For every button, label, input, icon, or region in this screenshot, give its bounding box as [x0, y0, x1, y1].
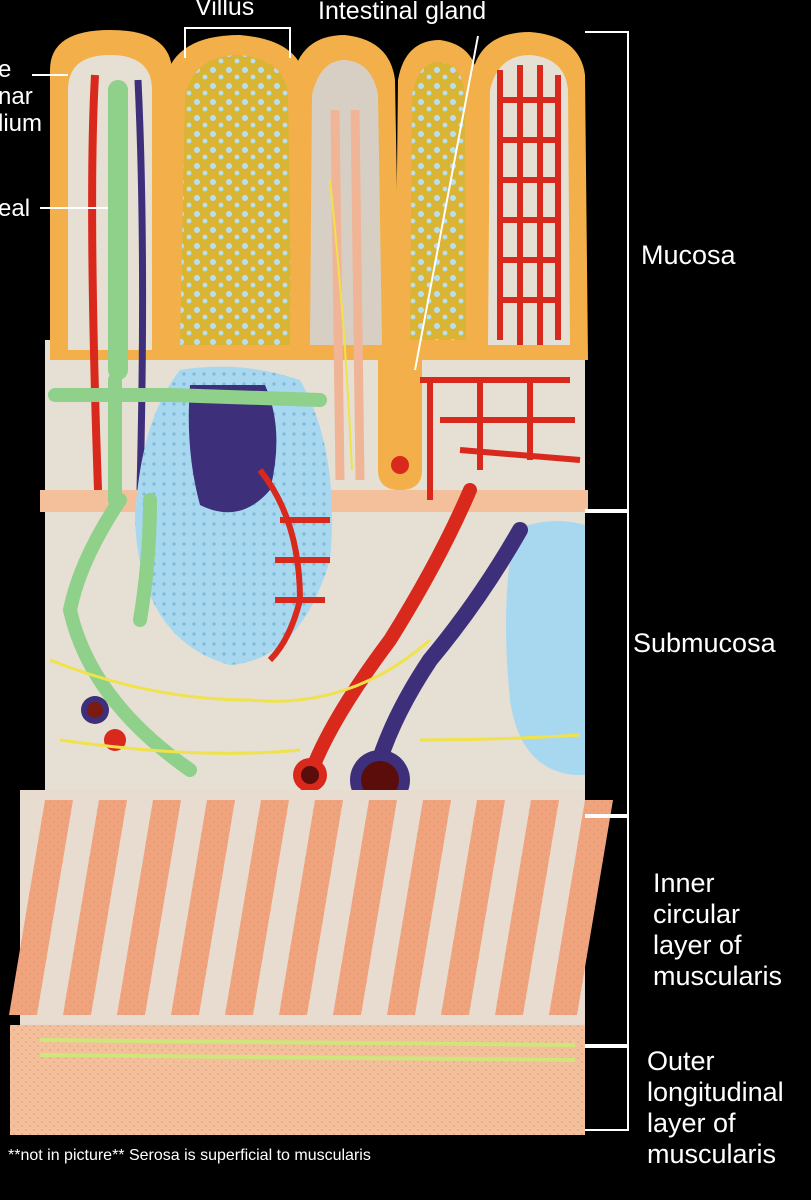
- muscle-fiber-texture: [63, 800, 127, 1015]
- muscle-fiber-texture: [387, 800, 451, 1015]
- outer-layer-nerve: [39, 1038, 576, 1062]
- epithelium-frag-3: lium: [0, 110, 43, 137]
- muscle-fiber-texture: [9, 800, 73, 1015]
- muscle-fiber-texture: [225, 800, 289, 1015]
- mucosa-label: Mucosa: [641, 240, 736, 270]
- inner-line-4: muscularis: [653, 961, 783, 991]
- muscle-fiber-bundles: [9, 800, 613, 1015]
- inner-line-2: circular: [653, 899, 741, 929]
- central-vein-cluster: [188, 385, 277, 513]
- outer-line-1: Outer: [647, 1046, 715, 1076]
- villus-3-gland-section: [290, 35, 400, 481]
- epithelium-frag-2: nar: [0, 83, 33, 110]
- muscle-fiber-texture: [171, 800, 235, 1015]
- submucosal-gland: [506, 521, 585, 775]
- capillary-network: [257, 377, 581, 663]
- muscle-fiber-texture: [549, 800, 613, 1015]
- epithelium-label-fragment: e nar lium: [0, 56, 42, 137]
- lacteal-label-fragment: eal: [0, 195, 31, 222]
- outer-line-3: layer of: [647, 1108, 736, 1138]
- muscle-fiber-texture: [495, 800, 559, 1015]
- serosa-footnote: **not in picture** Serosa is superficial…: [8, 1147, 371, 1164]
- submucosa-vein: [312, 522, 528, 848]
- muscle-fiber-texture: [333, 800, 397, 1015]
- villus-1: [50, 30, 172, 491]
- villus-4: [395, 40, 480, 360]
- muscle-fiber-texture: [441, 800, 505, 1015]
- submucosa-label: Submucosa: [633, 628, 776, 658]
- outer-longitudinal-layer-label: Outer longitudinal layer of muscularis: [647, 1046, 784, 1170]
- inner-circular-layer-label: Inner circular layer of muscularis: [653, 868, 782, 992]
- layer-brackets: [32, 27, 629, 1131]
- inner-line-3: layer of: [653, 930, 742, 960]
- lymph-vessels: [48, 373, 327, 777]
- villus-5-capillary: [470, 32, 588, 360]
- muscle-fiber-texture: [117, 800, 181, 1015]
- intestinal-gland-crypt: [378, 355, 422, 490]
- outer-line-4: muscularis: [647, 1139, 777, 1169]
- muscle-fiber-texture: [279, 800, 343, 1015]
- villus-2: [160, 35, 310, 360]
- intestinal-gland-label: Intestinal gland: [318, 0, 487, 25]
- villus-label: Villus: [195, 0, 255, 21]
- inner-line-1: Inner: [653, 868, 715, 898]
- villus-bracket: [184, 27, 291, 58]
- epithelium-frag-1: e: [0, 56, 12, 83]
- outer-line-2: longitudinal: [647, 1077, 784, 1107]
- crypt-vessel: [391, 456, 409, 474]
- intestinal-gland-pointer: [414, 35, 479, 371]
